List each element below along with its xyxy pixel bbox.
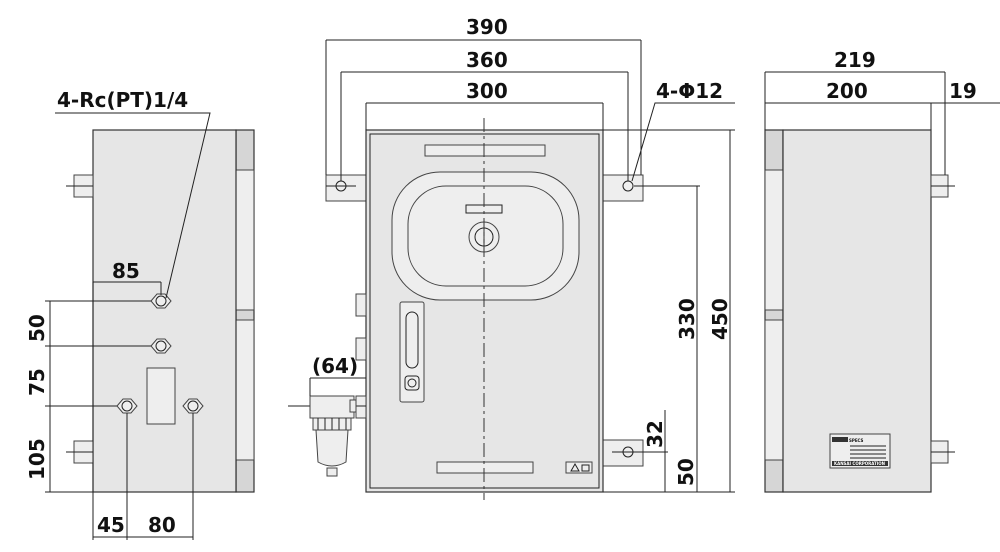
dim-390-label: 390 xyxy=(466,15,508,39)
left-label-block xyxy=(146,367,176,425)
dim-200-label: 200 xyxy=(826,79,868,103)
right-side-view: SPECS KANSAI CORPORATION 219 200 19 xyxy=(764,48,1000,493)
dim-360-label: 360 xyxy=(466,48,508,72)
left-mount-rib-upper xyxy=(235,169,255,311)
port-hex-3 xyxy=(116,398,138,414)
dim-450-label: 450 xyxy=(708,298,732,340)
left-mount-rib-lower xyxy=(235,319,255,461)
dim-32-label: 32 xyxy=(643,420,667,448)
port-hex-4 xyxy=(182,398,204,414)
dim-75-label: 75 xyxy=(25,368,49,396)
left-enclosure-body xyxy=(92,129,237,493)
top-vent-slot xyxy=(424,144,546,157)
side-fitting-3 xyxy=(355,395,367,419)
dim-219-label: 219 xyxy=(834,48,876,72)
nameplate-bottom-text: KANSAI CORPORATION xyxy=(834,461,885,466)
dim-330-label: 330 xyxy=(675,298,699,340)
nameplate-top-text: SPECS xyxy=(849,438,864,443)
hole-callout-label: 4-Φ12 xyxy=(656,79,723,103)
filter-regulator xyxy=(288,395,366,477)
dim-50-front-label: 50 xyxy=(674,458,698,486)
left-side-view: 4-Rc(PT)1/4 85 50 75 105 45 80 xyxy=(25,88,255,540)
right-mount-rib-upper xyxy=(764,169,784,311)
port-hex-2 xyxy=(150,338,172,354)
bottom-vent-slot xyxy=(436,461,534,474)
port-callout-label: 4-Rc(PT)1/4 xyxy=(57,88,188,112)
dim-45-label: 45 xyxy=(97,513,125,537)
warning-label xyxy=(565,461,593,474)
dim-105-label: 105 xyxy=(25,438,49,480)
front-view: (64) 390 360 300 4-Φ12 330 450 xyxy=(288,15,735,500)
right-mount-rib-lower xyxy=(764,319,784,461)
dim-50-left-label: 50 xyxy=(25,314,49,342)
side-fitting-2 xyxy=(355,337,367,361)
dim-80-label: 80 xyxy=(148,513,176,537)
dim-19-label: 19 xyxy=(949,79,977,103)
right-enclosure-body xyxy=(782,129,932,493)
dim-300-label: 300 xyxy=(466,79,508,103)
dim-64-label: (64) xyxy=(312,354,358,378)
dim-85-label: 85 xyxy=(112,259,140,283)
side-fitting-1 xyxy=(355,293,367,317)
